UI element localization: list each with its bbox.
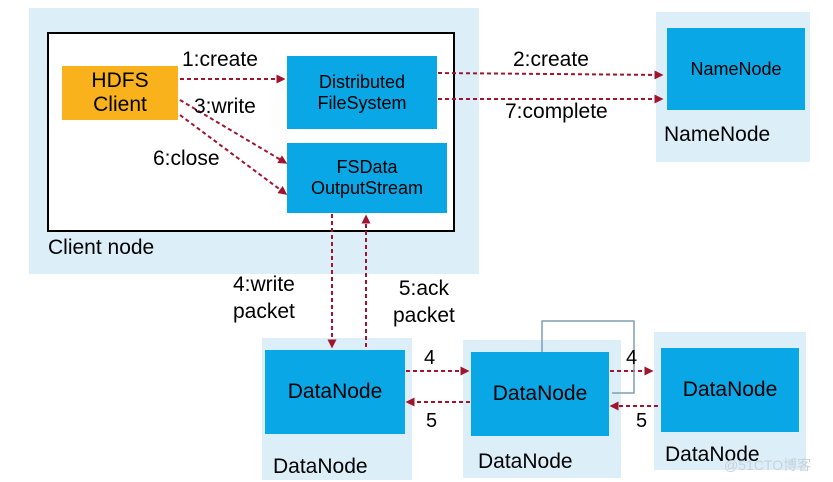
- datanode-box-3-label: DataNode: [682, 377, 778, 401]
- datanode-box-2-label: DataNode: [492, 381, 588, 405]
- namenode-box: NameNode: [667, 28, 805, 110]
- fsdata-line-1: FSData: [336, 157, 398, 178]
- datanode-box-2: DataNode: [471, 352, 609, 436]
- step-2-create-label: 2:create: [513, 48, 589, 71]
- arrow-6-close: [179, 114, 288, 195]
- pipe-4-label-a: 4: [424, 347, 436, 369]
- watermark: @51CTO博客: [724, 457, 812, 473]
- pipe-5-label-a: 5: [426, 410, 438, 432]
- pipe-4-label-b: 4: [626, 347, 638, 369]
- fsdata-line-2: OutputStream: [310, 178, 424, 198]
- distributed-filesystem-box: Distributed FileSystem: [287, 56, 437, 129]
- hdfs-client-box: HDFS Client: [62, 66, 178, 120]
- pipeline-connector: [541, 320, 635, 394]
- datanode-box-1: DataNode: [265, 350, 405, 434]
- pipe-5-label-b: 5: [636, 410, 648, 432]
- dfs-line-1: Distributed: [318, 71, 406, 92]
- step-6-close-label: 6:close: [153, 147, 220, 170]
- datanode-box-1-label: DataNode: [287, 379, 383, 403]
- datanode-label-2: DataNode: [478, 450, 573, 473]
- datanode-label-3: DataNode: [665, 443, 760, 466]
- datanode-box-3: DataNode: [661, 348, 799, 432]
- fsdata-outputstream-box: FSData OutputStream: [287, 143, 447, 213]
- step-3-write-label: 3:write: [194, 95, 256, 118]
- step-7-complete-label: 7:complete: [505, 100, 608, 123]
- hdfs-client-line-2: Client: [93, 93, 147, 116]
- step-4-write-packet-label: 4:write packet: [233, 271, 295, 325]
- namenode-box-label: NameNode: [690, 58, 782, 79]
- datanode-label-1: DataNode: [273, 455, 368, 478]
- hdfs-client-line-1: HDFS: [91, 68, 149, 92]
- arrow-2-create: [437, 70, 664, 80]
- client-node-label: Client node: [48, 236, 155, 259]
- ack-packet-line-2: packet: [393, 304, 455, 327]
- step-5-ack-packet-label: 5:ack packet: [393, 275, 455, 329]
- step-1-create-label: 1:create: [182, 48, 258, 71]
- ack-packet-line-1: 5:ack: [398, 277, 450, 300]
- write-packet-line-1: 4:write: [233, 273, 295, 296]
- dfs-line-2: FileSystem: [317, 92, 407, 113]
- namenode-label: NameNode: [664, 123, 771, 146]
- write-packet-line-2: packet: [233, 300, 295, 323]
